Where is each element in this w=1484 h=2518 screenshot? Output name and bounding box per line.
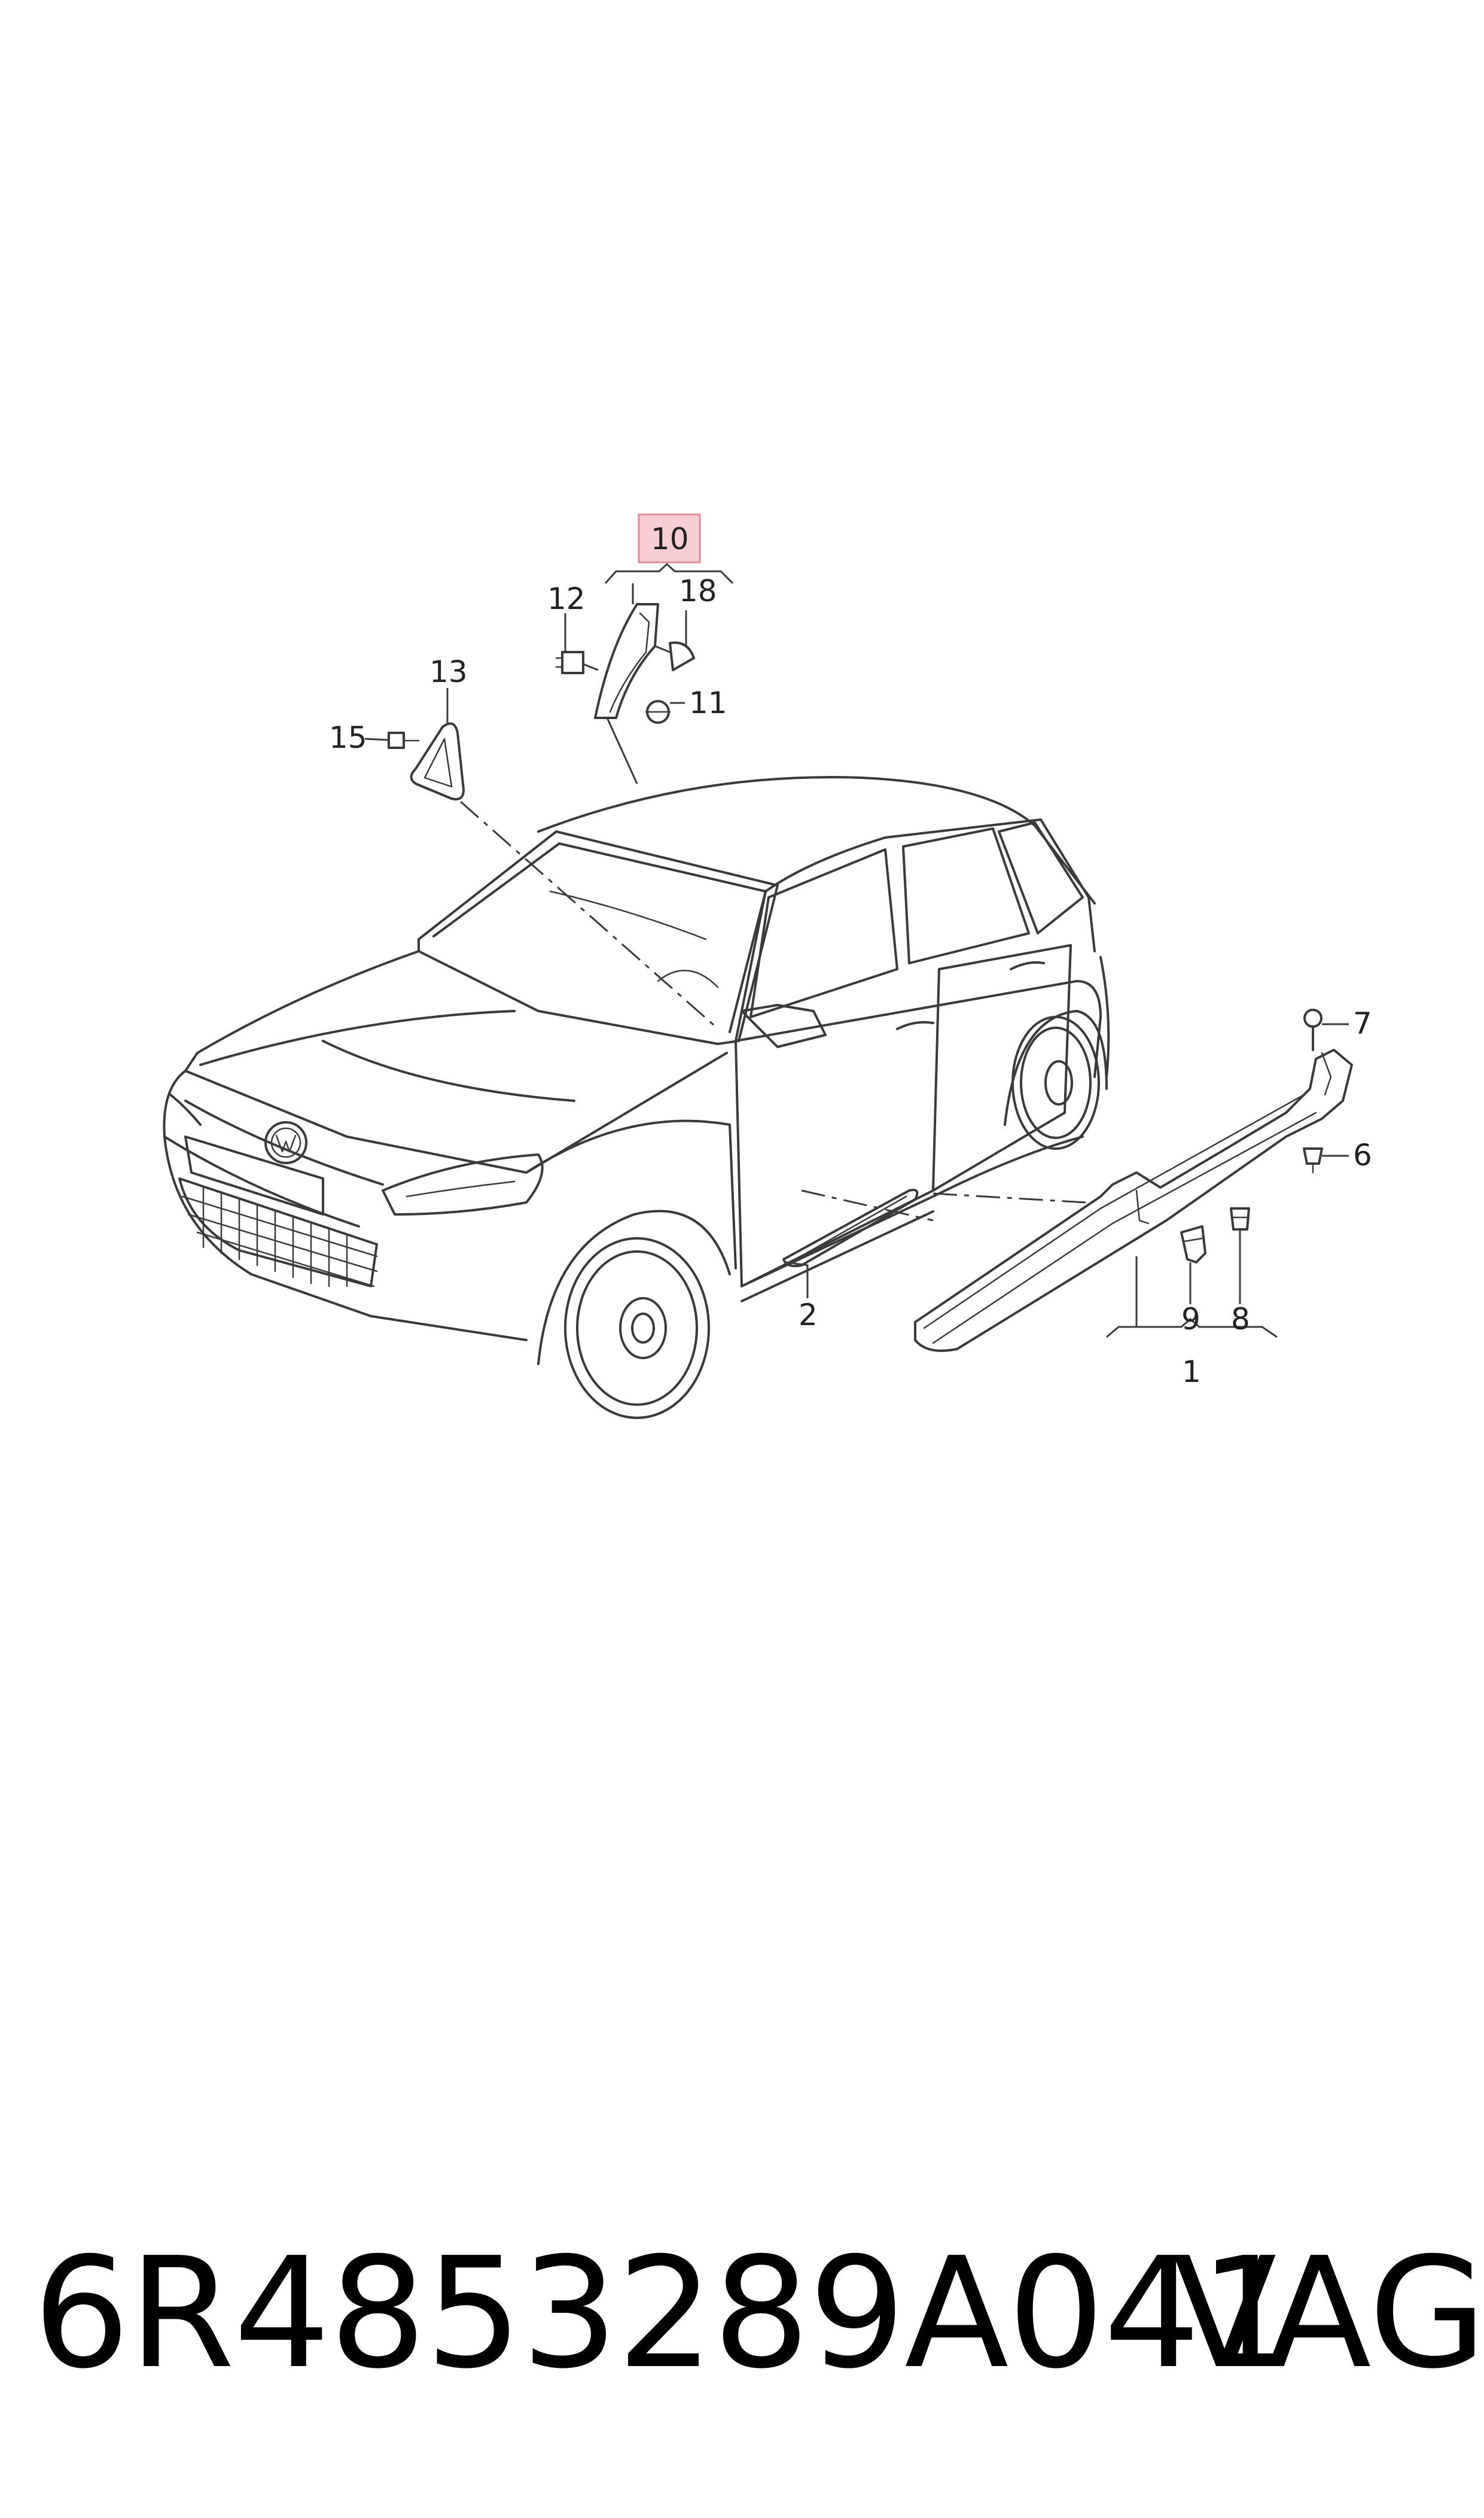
callout-6[interactable]: 6 xyxy=(1353,1138,1372,1173)
callout-9[interactable]: 9 xyxy=(1181,1302,1200,1336)
clip-18 xyxy=(669,641,695,671)
clip-9 xyxy=(1180,1225,1206,1263)
callout-8[interactable]: 8 xyxy=(1231,1302,1250,1336)
clip-8 xyxy=(1230,1207,1250,1231)
callout-1[interactable]: 1 xyxy=(1182,1354,1201,1389)
side-sill-trim xyxy=(914,1049,1353,1352)
triangle-trim xyxy=(410,722,465,800)
callout-12[interactable]: 12 xyxy=(547,581,586,616)
clip-12 xyxy=(555,651,584,674)
car-illustration xyxy=(163,776,1110,1419)
brand-name: VAG xyxy=(1172,2225,1484,2403)
callout-10[interactable]: 10 xyxy=(651,522,689,556)
clip-6 xyxy=(1303,1147,1323,1174)
callout-7[interactable]: 7 xyxy=(1353,1006,1372,1041)
callout-lines xyxy=(364,562,1349,1338)
clip-11 xyxy=(645,700,671,724)
callout-11[interactable]: 11 xyxy=(689,686,727,720)
callout-13[interactable]: 13 xyxy=(429,654,468,689)
screw-15 xyxy=(388,732,420,749)
screw-7 xyxy=(1303,1009,1323,1051)
callout-18[interactable]: 18 xyxy=(679,574,717,608)
footer: 6R4853289A041 VAG xyxy=(0,2237,1484,2453)
parts-diagram: 10 12 18 11 13 15 7 6 2 9 8 1 xyxy=(163,513,1372,1419)
a-pillar-trim xyxy=(594,603,659,719)
part-number: 6R4853289A041 xyxy=(33,2225,1296,2403)
callout-15[interactable]: 15 xyxy=(329,720,367,755)
callout-10-highlight xyxy=(638,513,701,564)
leader-lines xyxy=(460,800,1086,1222)
callout-labels: 10 12 18 11 13 15 7 6 2 9 8 1 xyxy=(329,522,1372,1389)
callout-2[interactable]: 2 xyxy=(799,1298,818,1332)
door-sill-strip xyxy=(782,1189,919,1268)
